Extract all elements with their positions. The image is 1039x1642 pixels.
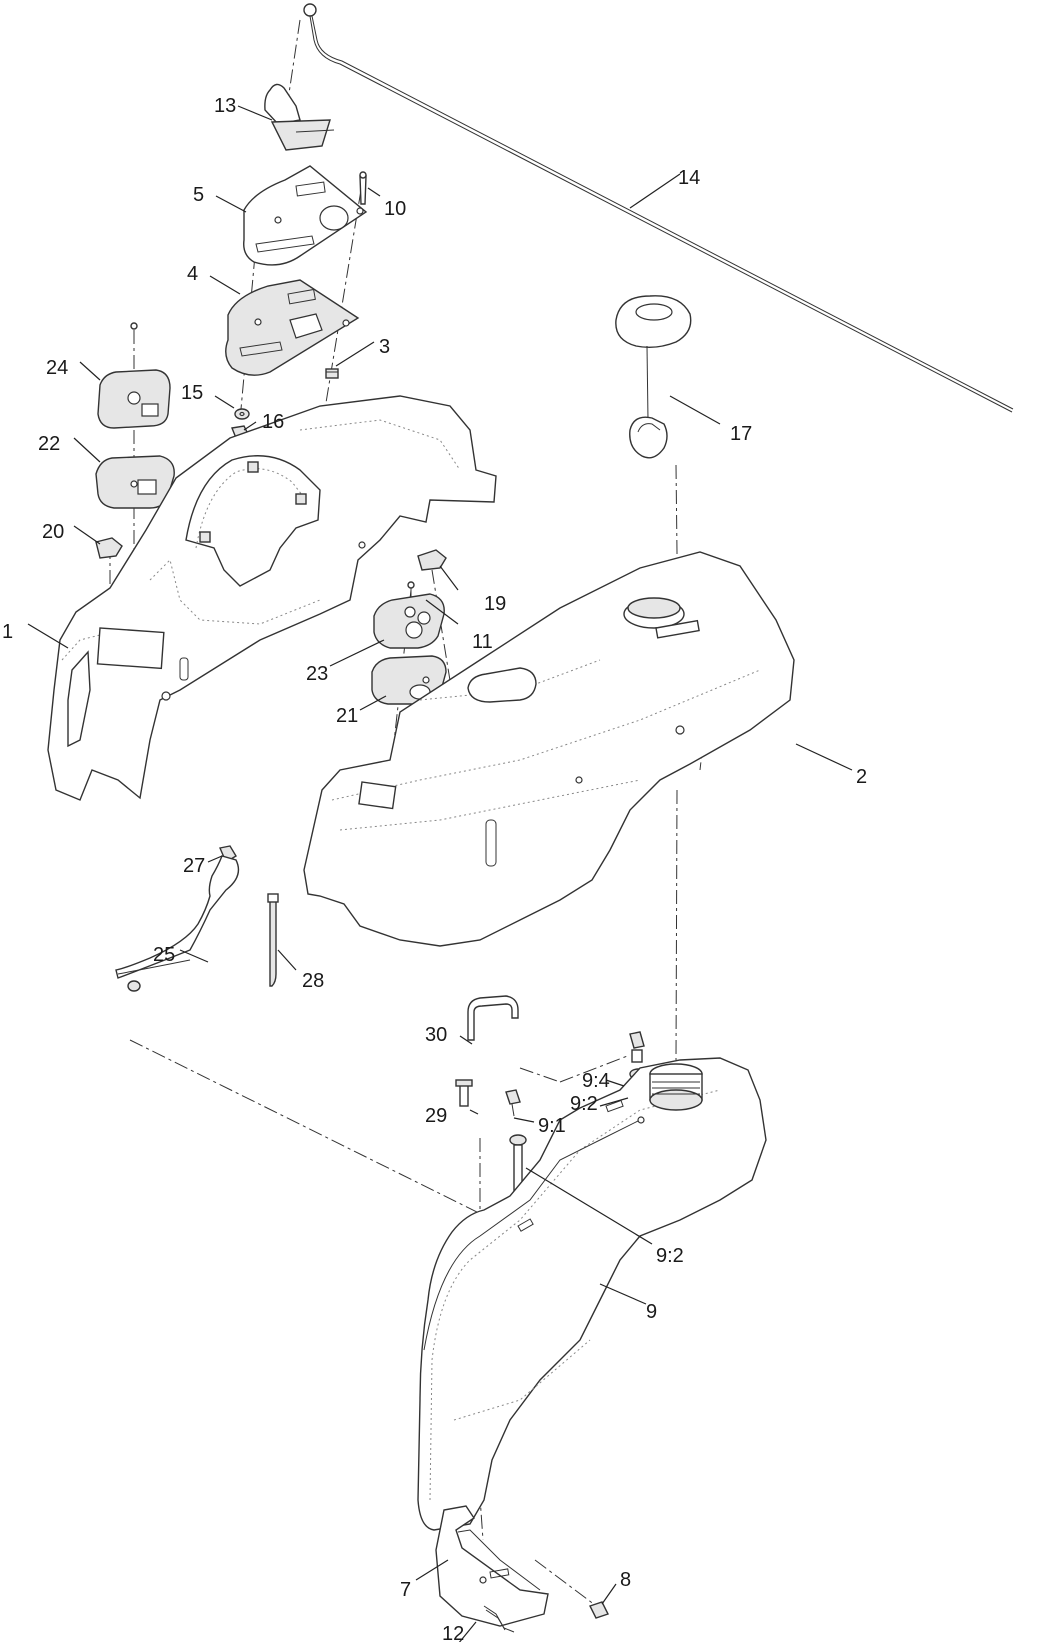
callout-12: 12 [442,1623,464,1642]
plate-part-4 [225,279,360,376]
pad-part-20 [95,537,123,559]
rod-part-14 [303,3,1014,413]
callout-7: 7 [400,1579,411,1601]
screw-part-10 [359,171,367,205]
fitting-part-9-1 [505,1089,521,1117]
pad-part-19 [417,549,447,571]
callout-9-4: 9:4 [582,1070,610,1092]
callout-23: 23 [306,663,328,685]
screw-part-11 [407,581,415,598]
vent-hose-part-30 [467,995,519,1041]
cover-part-24 [97,322,171,429]
leader-lines [27,105,853,1642]
callout-4: 4 [187,263,198,285]
callout-5: 5 [193,184,204,206]
callout-9-2-lower: 9:2 [656,1245,684,1267]
bracket-part-7 [435,1505,549,1627]
callout-labels: 13 5 10 4 3 24 15 16 22 20 1 14 17 19 11… [2,95,867,1642]
console-cover-part-1 [47,395,497,801]
clip-part-12 [483,1605,515,1633]
callout-13: 13 [214,95,236,117]
callout-27: 27 [183,855,205,877]
callout-29: 29 [425,1105,447,1127]
callout-3: 3 [379,336,390,358]
callout-24: 24 [46,357,68,379]
callout-28: 28 [302,970,324,992]
callout-8: 8 [620,1569,631,1591]
plate-part-5 [243,165,368,266]
fuel-tank-part-9 [417,1057,767,1531]
clip-nut-part-3 [325,368,339,379]
callout-9-2-upper: 9:2 [570,1093,598,1115]
fuel-cap-part-17 [615,295,692,459]
lever-part-13 [264,83,335,151]
callout-15: 15 [181,382,203,404]
bolt-part-8 [589,1601,609,1619]
callout-21: 21 [336,705,358,727]
callout-22: 22 [38,433,60,455]
fender-cover-part-2 [303,551,795,947]
plate-part-23 [373,593,445,649]
callout-19: 19 [484,593,506,615]
hose-part-25 [115,855,240,992]
fitting-part-9-4 [629,1031,645,1063]
callout-2: 2 [856,766,867,788]
callout-11: 11 [472,631,493,653]
callout-20: 20 [42,521,64,543]
washer-part-15 [234,408,250,420]
cable-tie-part-28 [267,893,279,987]
callout-17: 17 [730,423,752,445]
callout-16: 16 [262,411,284,433]
callout-1: 1 [2,621,13,643]
callout-30: 30 [425,1024,447,1046]
callout-9-1: 9:1 [538,1115,566,1137]
callout-9: 9 [646,1301,657,1323]
callout-10: 10 [384,198,406,220]
callout-14: 14 [678,167,700,189]
screw-part-29 [455,1079,473,1107]
callout-25: 25 [153,944,175,966]
